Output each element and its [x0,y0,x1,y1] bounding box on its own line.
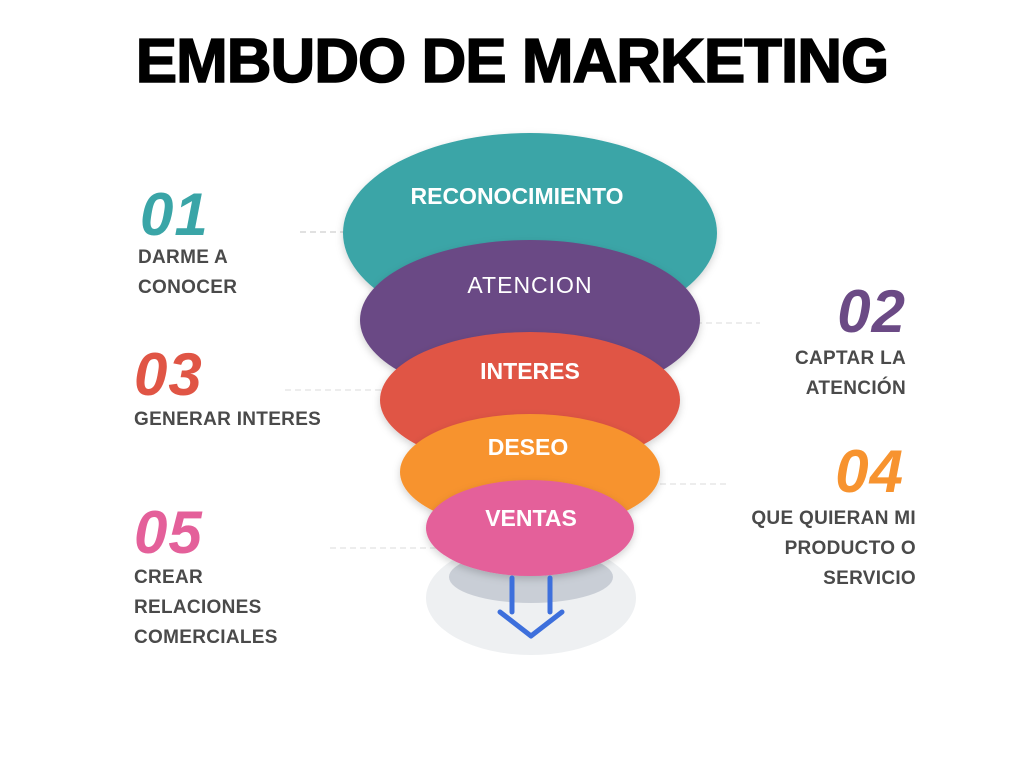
step-desc-line: ATENCIÓN [805,378,906,399]
step-desc-04: QUE QUIERAN MI PRODUCTO O SERVICIO [751,504,916,594]
funnel-label-atencion: ATENCION [467,272,592,298]
step-desc-line: RELACIONES [134,597,262,618]
page-title: EMBUDO DE MARKETING [135,26,890,97]
step-desc-line: QUE QUIERAN MI [751,508,916,529]
step-01: 01 DARME A CONOCER [138,181,237,303]
step-desc-line: PRODUCTO O [784,538,916,559]
funnel-layer-ventas [426,480,634,576]
step-04: 04 QUE QUIERAN MI PRODUCTO O SERVICIO [751,442,916,594]
step-02: 02 CAPTAR LA ATENCIÓN [795,282,906,404]
funnel-label-interes: INTERES [480,358,580,384]
funnel-label-reconocimiento: RECONOCIMIENTO [411,183,624,209]
step-desc-line: COMERCIALES [134,627,278,648]
step-desc-line: DARME A [138,247,229,268]
step-desc-line: GENERAR INTERES [134,409,322,430]
step-desc-05: CREAR RELACIONES COMERCIALES [134,563,278,653]
step-number-01: 01 [140,181,209,248]
step-desc-01: DARME A CONOCER [138,243,237,303]
step-number-03: 03 [134,341,203,408]
step-desc-line: CAPTAR LA [794,348,906,369]
step-number-05: 05 [134,499,203,566]
step-03: 03 GENERAR INTERES [134,345,321,435]
step-desc-02: CAPTAR LA ATENCIÓN [795,344,906,404]
step-number-02: 02 [837,278,906,345]
step-desc-line: SERVICIO [823,568,916,589]
step-desc-line: CONOCER [138,277,238,298]
double-down-arrow-icon [497,575,565,639]
step-desc-03: GENERAR INTERES [134,405,321,435]
step-05: 05 CREAR RELACIONES COMERCIALES [134,503,278,653]
step-number-04: 04 [835,438,904,505]
funnel-label-ventas: VENTAS [485,505,577,531]
step-desc-line: CREAR [134,567,204,588]
funnel-label-deseo: DESEO [488,434,569,460]
